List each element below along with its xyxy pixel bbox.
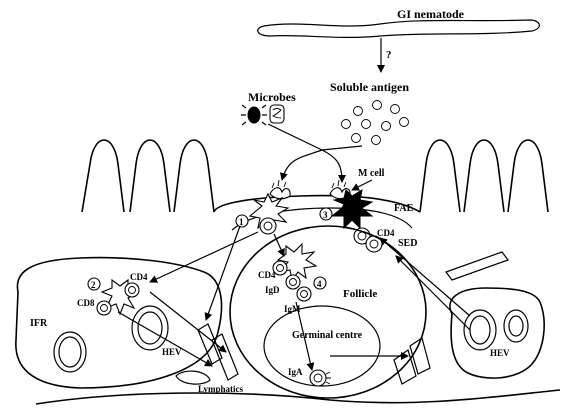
microbes-label: Microbes [248,90,296,104]
question-mark: ? [386,49,392,61]
cd4-ifr-label: CD4 [130,272,148,282]
step-3-label: 3 [323,210,328,220]
cd4-follicle-label: CD4 [258,270,276,280]
soluble-antigen-label: Soluble antigen [330,80,409,94]
iga-cell [309,369,331,387]
step-1-marker [235,214,249,228]
villi-left [81,139,215,213]
cd4-sed-label: CD4 [377,228,395,238]
cd8-label: CD8 [77,298,95,308]
m-cell-left [269,179,291,200]
ifr-region [15,256,223,389]
follicle-label: Follicle [343,288,377,300]
dendritic-cell-4 [272,242,318,302]
dendritic-cell-2 [96,278,140,316]
igm-label: IgM [284,304,301,314]
igd-label: IgD [265,285,280,295]
lymphatics-label: Lymphatics [198,384,244,394]
antigen-particles [341,100,409,145]
step-1-label: 1 [239,217,244,227]
dendritic-cell-1 [248,192,290,235]
sed-label: SED [398,238,417,249]
antigen-convergence-lines [267,123,363,183]
fae-label: FAE [394,203,414,214]
hev-right-label: HEV [490,348,510,358]
trafficking-arrows [117,225,471,371]
hev-left [53,305,169,373]
follicle-outline [229,225,427,399]
mucosa-base-line [35,389,561,405]
ifr-label: IFR [30,318,48,329]
hev-right-region [445,251,545,379]
microbe-icons [241,104,285,126]
germinal-centre-label: Germinal centre [292,330,363,341]
m-cell-pointer [351,179,373,191]
step-2-label: 2 [91,280,96,290]
fae-dome [213,194,421,231]
step-4-label: 4 [317,279,322,289]
dendritic-cell-3 [330,188,374,230]
step-4-marker [313,276,327,290]
villi-right [419,139,549,213]
step-2-marker [87,277,101,291]
gi-nematode [257,19,540,39]
nematode-label: GI nematode [397,7,465,21]
iga-label: IgA [288,367,303,377]
m-cell-label: M cell [358,168,385,179]
step-3-marker [319,207,333,221]
hev-left-label: HEV [162,347,182,357]
